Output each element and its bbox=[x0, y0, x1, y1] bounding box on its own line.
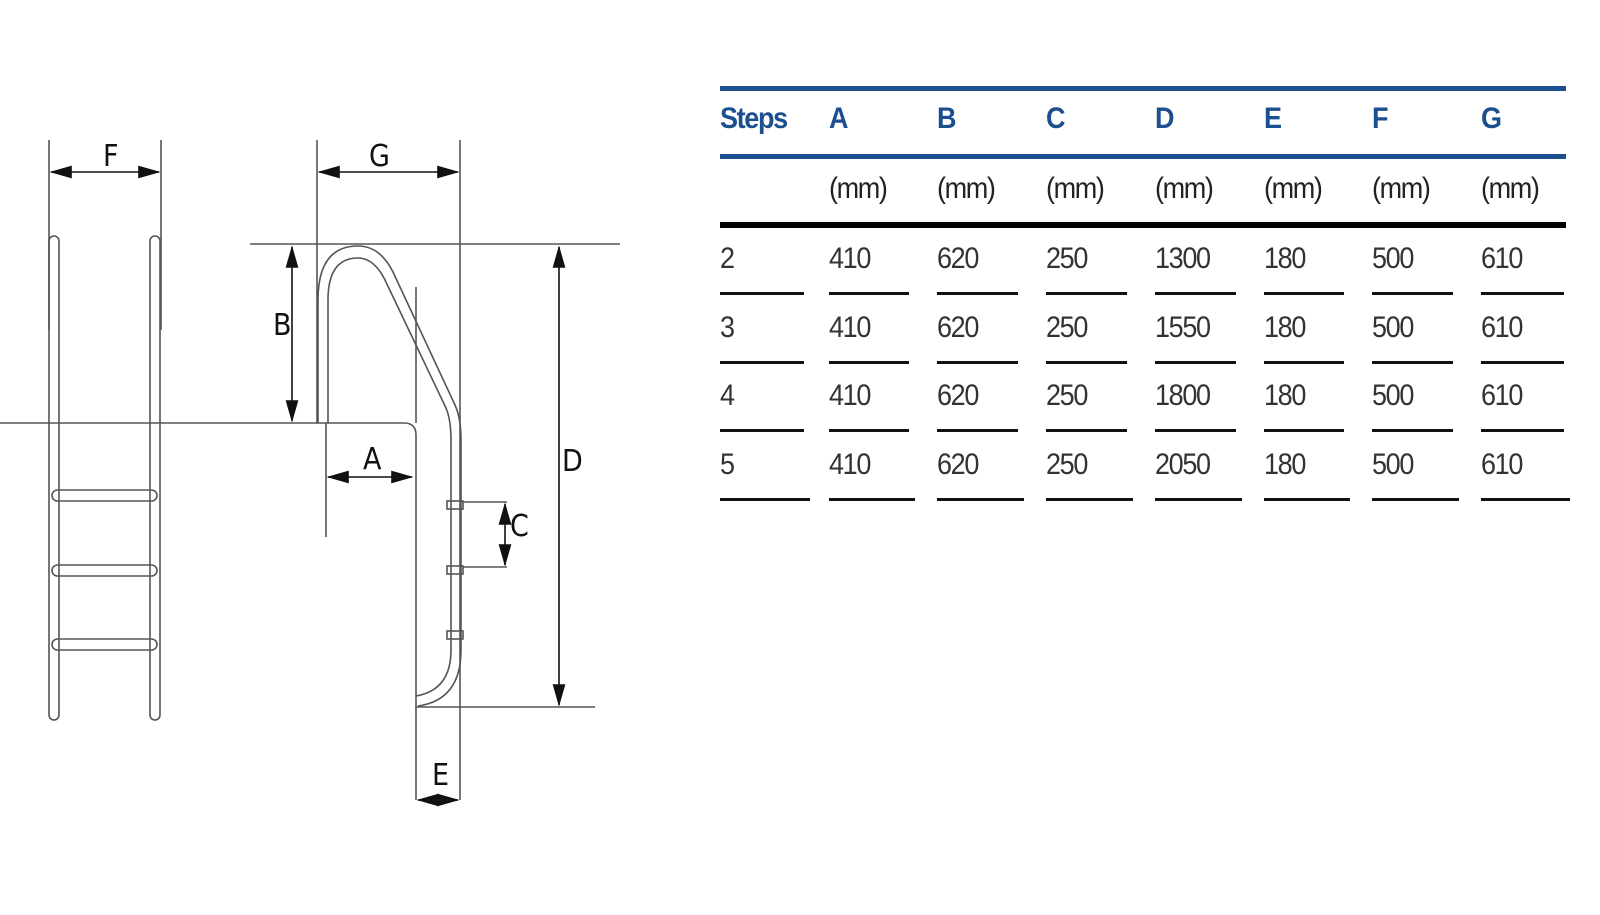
row-underline bbox=[720, 360, 804, 364]
column-unit: (mm) bbox=[937, 172, 996, 205]
table-cell: 250 bbox=[1046, 310, 1088, 344]
row-underline bbox=[937, 292, 1018, 295]
table-cell: 500 bbox=[1372, 447, 1414, 481]
row-underline bbox=[1481, 497, 1570, 501]
table-cell: 610 bbox=[1481, 242, 1523, 275]
header-top-rule bbox=[720, 86, 1566, 91]
row-underline bbox=[1046, 429, 1127, 432]
table-cell: 410 bbox=[829, 242, 871, 275]
label-b: B bbox=[273, 308, 292, 343]
row-underline bbox=[1046, 360, 1127, 364]
row-underline bbox=[1046, 292, 1127, 295]
label-d: D bbox=[562, 444, 583, 479]
table-cell: 4 bbox=[720, 379, 735, 412]
handrail bbox=[317, 245, 462, 707]
row-underline bbox=[937, 360, 1018, 364]
row-underline bbox=[1155, 292, 1236, 295]
table-cell: 3 bbox=[720, 310, 735, 344]
table-cell: 610 bbox=[1481, 379, 1523, 412]
row-underline bbox=[1372, 497, 1459, 501]
label-a: A bbox=[363, 442, 382, 477]
table-cell: 1300 bbox=[1155, 242, 1211, 275]
row-underline bbox=[720, 497, 810, 501]
column-header: G bbox=[1481, 102, 1502, 135]
row-underline bbox=[937, 429, 1018, 432]
column-header: D bbox=[1155, 102, 1175, 135]
table-cell: 500 bbox=[1372, 310, 1414, 344]
table-cell: 410 bbox=[829, 379, 871, 412]
row-underline bbox=[1481, 429, 1564, 432]
table-cell: 620 bbox=[937, 447, 979, 481]
front-view-ladder bbox=[48, 140, 162, 721]
row-underline bbox=[829, 497, 915, 501]
row-underline bbox=[1155, 360, 1236, 364]
table-cell: 500 bbox=[1372, 379, 1414, 412]
table-cell: 620 bbox=[937, 379, 979, 412]
label-e: E bbox=[432, 758, 449, 793]
table-cell: 2050 bbox=[1155, 447, 1211, 481]
table-cell: 250 bbox=[1046, 379, 1088, 412]
pool-deck-line bbox=[0, 422, 417, 800]
ladder-dimension-diagram: F G B A C D E bbox=[0, 139, 620, 807]
table-cell: 180 bbox=[1264, 242, 1306, 275]
table-cell: 1800 bbox=[1155, 379, 1211, 412]
row-underline bbox=[1264, 360, 1344, 364]
row-underline bbox=[1264, 497, 1350, 501]
table-cell: 500 bbox=[1372, 242, 1414, 275]
column-unit: (mm) bbox=[1372, 172, 1431, 205]
column-unit: (mm) bbox=[1155, 172, 1214, 205]
table-cell: 250 bbox=[1046, 242, 1088, 275]
header-bottom-rule bbox=[720, 222, 1566, 228]
row-underline bbox=[1481, 360, 1564, 364]
table-cell: 610 bbox=[1481, 447, 1523, 481]
table-cell: 620 bbox=[937, 242, 979, 275]
header-mid-rule bbox=[720, 154, 1566, 159]
table-cell: 2 bbox=[720, 242, 735, 275]
table-cell: 610 bbox=[1481, 310, 1523, 344]
row-underline bbox=[720, 292, 804, 295]
table-cell: 180 bbox=[1264, 310, 1306, 344]
row-underline bbox=[1155, 497, 1242, 501]
row-underline bbox=[720, 429, 804, 432]
label-g: G bbox=[369, 139, 390, 174]
row-underline bbox=[829, 360, 909, 364]
column-header: A bbox=[829, 102, 849, 135]
row-underline bbox=[1372, 360, 1453, 364]
column-header: C bbox=[1046, 102, 1066, 135]
table-cell: 1550 bbox=[1155, 310, 1211, 344]
row-underline bbox=[829, 429, 909, 432]
column-unit: (mm) bbox=[829, 172, 888, 205]
column-header: B bbox=[937, 102, 957, 135]
label-f: F bbox=[103, 139, 119, 174]
column-header: E bbox=[1264, 102, 1282, 135]
row-underline bbox=[1372, 429, 1453, 432]
label-c: C bbox=[510, 509, 529, 544]
table-cell: 180 bbox=[1264, 447, 1306, 481]
row-underline bbox=[1481, 292, 1564, 295]
column-unit: (mm) bbox=[1264, 172, 1323, 205]
row-underline bbox=[937, 497, 1024, 501]
column-unit: (mm) bbox=[1046, 172, 1105, 205]
column-header: F bbox=[1372, 102, 1388, 135]
table-cell: 250 bbox=[1046, 447, 1088, 481]
table-cell: 180 bbox=[1264, 379, 1306, 412]
table-cell: 410 bbox=[829, 310, 871, 344]
row-underline bbox=[1264, 292, 1344, 295]
row-underline bbox=[1372, 292, 1453, 295]
column-header: Steps bbox=[720, 102, 788, 135]
column-unit: (mm) bbox=[1481, 172, 1540, 205]
row-underline bbox=[829, 292, 909, 295]
row-underline bbox=[1264, 429, 1344, 432]
table-cell: 620 bbox=[937, 310, 979, 344]
row-underline bbox=[1155, 429, 1236, 432]
table-cell: 410 bbox=[829, 447, 871, 481]
row-underline bbox=[1046, 497, 1133, 501]
table-cell: 5 bbox=[720, 447, 735, 481]
